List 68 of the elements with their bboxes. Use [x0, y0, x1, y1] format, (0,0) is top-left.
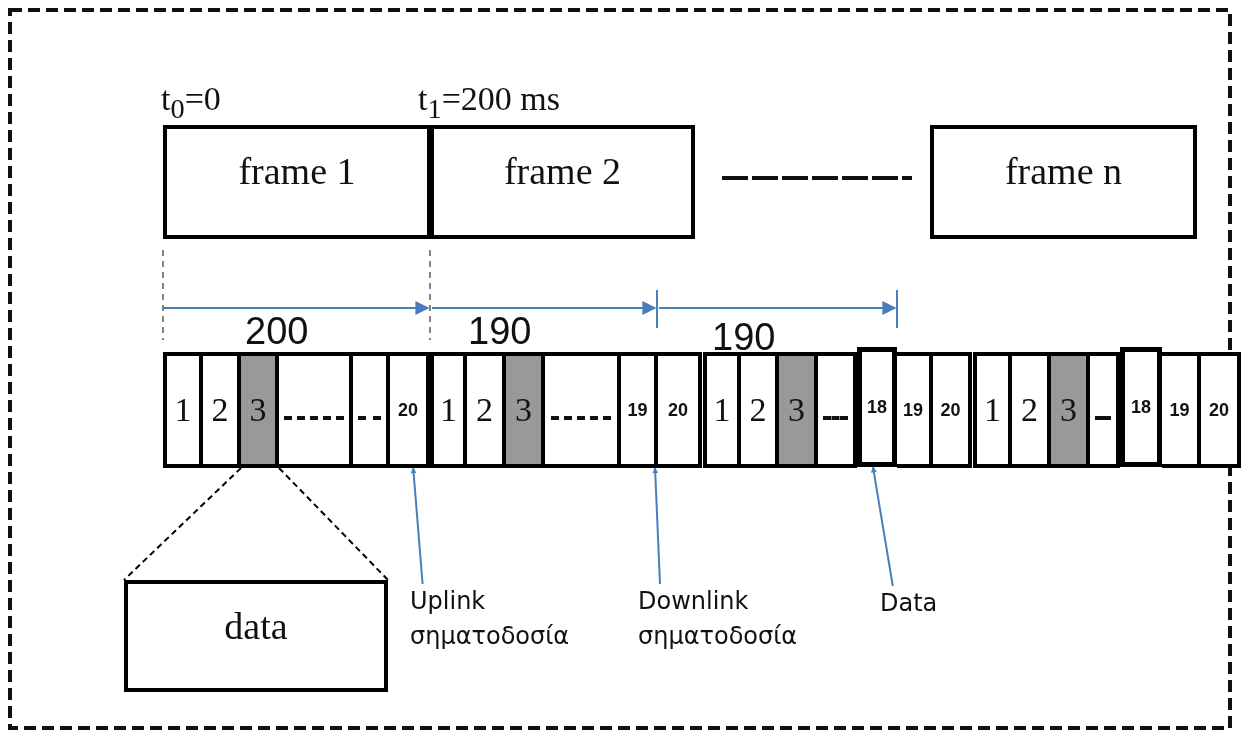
time-slot [430, 352, 467, 468]
time-slot [1120, 347, 1162, 467]
time-slot [1012, 352, 1051, 468]
time-slot [279, 352, 353, 468]
zoom-line [278, 467, 389, 581]
duration-label: 190 [712, 318, 776, 356]
time-slot [703, 352, 741, 468]
slot-number: 1 [440, 391, 457, 429]
slot-number: 1 [713, 391, 731, 429]
time-slot [973, 352, 1012, 468]
slot-number: 2 [211, 391, 229, 429]
frame-box [163, 125, 431, 239]
time-slot [857, 347, 897, 467]
slot-number: 20 [398, 399, 418, 421]
time-slot [163, 352, 203, 468]
time-slot [203, 352, 241, 468]
slot-number: 19 [627, 399, 648, 421]
slot-number: 3 [515, 391, 532, 429]
time-slot [658, 352, 702, 468]
leader-arrow [870, 466, 894, 587]
slot-number: 20 [668, 399, 688, 421]
shaded-slot [779, 352, 818, 468]
time-slot [897, 352, 933, 468]
time-slot [1090, 352, 1120, 468]
time-slot [1201, 352, 1241, 468]
time-slot [933, 352, 972, 468]
zoom-line [123, 467, 242, 581]
shaded-slot [1051, 352, 1090, 468]
duration-label: 200 [245, 312, 309, 350]
time-slot [1162, 352, 1201, 468]
time-slot [741, 352, 779, 468]
frame-label: data [224, 604, 288, 649]
leader-arrow [652, 467, 661, 585]
slot-number: 2 [1021, 391, 1038, 429]
slot-number: 2 [476, 391, 493, 429]
data-box [124, 580, 388, 692]
annotation-text: Data [880, 589, 938, 617]
frame-box [430, 125, 695, 239]
frame-label: frame 1 [238, 149, 356, 194]
slot-number: 2 [749, 391, 767, 429]
slot-number: 18 [1131, 396, 1151, 418]
frame-label: frame 2 [503, 149, 622, 194]
time-slot [545, 352, 621, 468]
time-slot [818, 352, 857, 468]
slot-number: 20 [940, 399, 961, 421]
slot-number: 3 [788, 391, 805, 429]
slot-number: 3 [249, 391, 267, 429]
time-label: t$_{0}$=0 [161, 82, 221, 124]
annotation-text: Uplink σηματοδοσία [410, 587, 570, 650]
slot-number: 20 [1209, 399, 1229, 421]
time-label: t$_{1}$=200 ms [418, 82, 560, 124]
slot-number: 19 [1169, 399, 1190, 421]
slot-number: 1 [984, 391, 1001, 429]
shaded-slot [241, 352, 279, 468]
time-slot [390, 352, 430, 468]
slot-number: 18 [867, 396, 887, 418]
frame-box [930, 125, 1197, 239]
slot-number: 1 [174, 391, 192, 429]
frame-label: frame n [1004, 149, 1123, 194]
slot-number: 19 [903, 399, 923, 421]
time-slot [353, 352, 390, 468]
time-slot [621, 352, 658, 468]
slot-number: 3 [1060, 391, 1077, 429]
time-slot [467, 352, 506, 468]
annotation-text: Downlink σηματοδοσία [638, 587, 798, 650]
leader-arrow [410, 467, 424, 585]
shaded-slot [506, 352, 545, 468]
duration-label: 190 [468, 312, 532, 350]
